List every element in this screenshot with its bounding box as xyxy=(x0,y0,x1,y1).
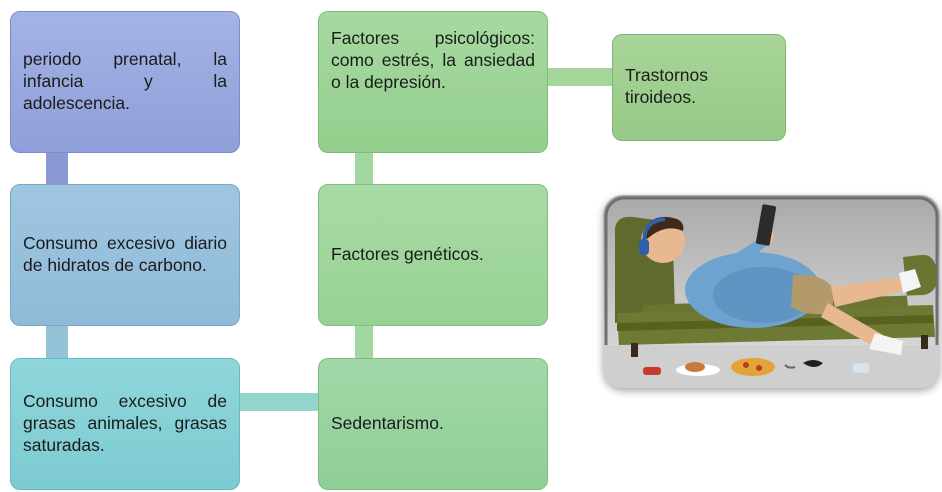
connector-prenatal-hidratos xyxy=(46,153,68,184)
connector-grasas-sedentarismo xyxy=(240,393,318,411)
connector-geneticos-psicologicos xyxy=(355,153,373,184)
box-psicologicos: Factores psicológicos: como estrés, la a… xyxy=(318,11,548,153)
box-geneticos-text: Factores genéticos. xyxy=(331,244,484,265)
box-prenatal-text: periodo prenatal, la infancia y la adole… xyxy=(23,49,227,113)
box-grasas-text: Consumo excesivo de grasas animales, gra… xyxy=(23,391,227,455)
box-grasas: Consumo excesivo de grasas animales, gra… xyxy=(10,358,240,490)
box-sedentarismo-text: Sedentarismo. xyxy=(331,413,444,434)
connector-sedentarismo-geneticos xyxy=(355,326,373,358)
connector-psicologicos-tiroideos xyxy=(548,68,612,86)
box-hidratos: Consumo excesivo diario de hidratos de c… xyxy=(10,184,240,326)
box-psicologicos-text: Factores psicológicos: como estrés, la a… xyxy=(331,28,535,92)
box-sedentarismo: Sedentarismo. xyxy=(318,358,548,490)
box-prenatal: periodo prenatal, la infancia y la adole… xyxy=(10,11,240,153)
box-hidratos-text: Consumo excesivo diario de hidratos de c… xyxy=(23,233,227,275)
connector-hidratos-grasas xyxy=(46,326,68,358)
box-tiroideos: Trastornos tiroideos. xyxy=(612,34,786,141)
couch-scene-icon xyxy=(603,195,940,388)
box-geneticos: Factores genéticos. xyxy=(318,184,548,326)
box-tiroideos-text: Trastornos tiroideos. xyxy=(625,65,708,107)
person-on-couch-illustration xyxy=(603,195,940,388)
